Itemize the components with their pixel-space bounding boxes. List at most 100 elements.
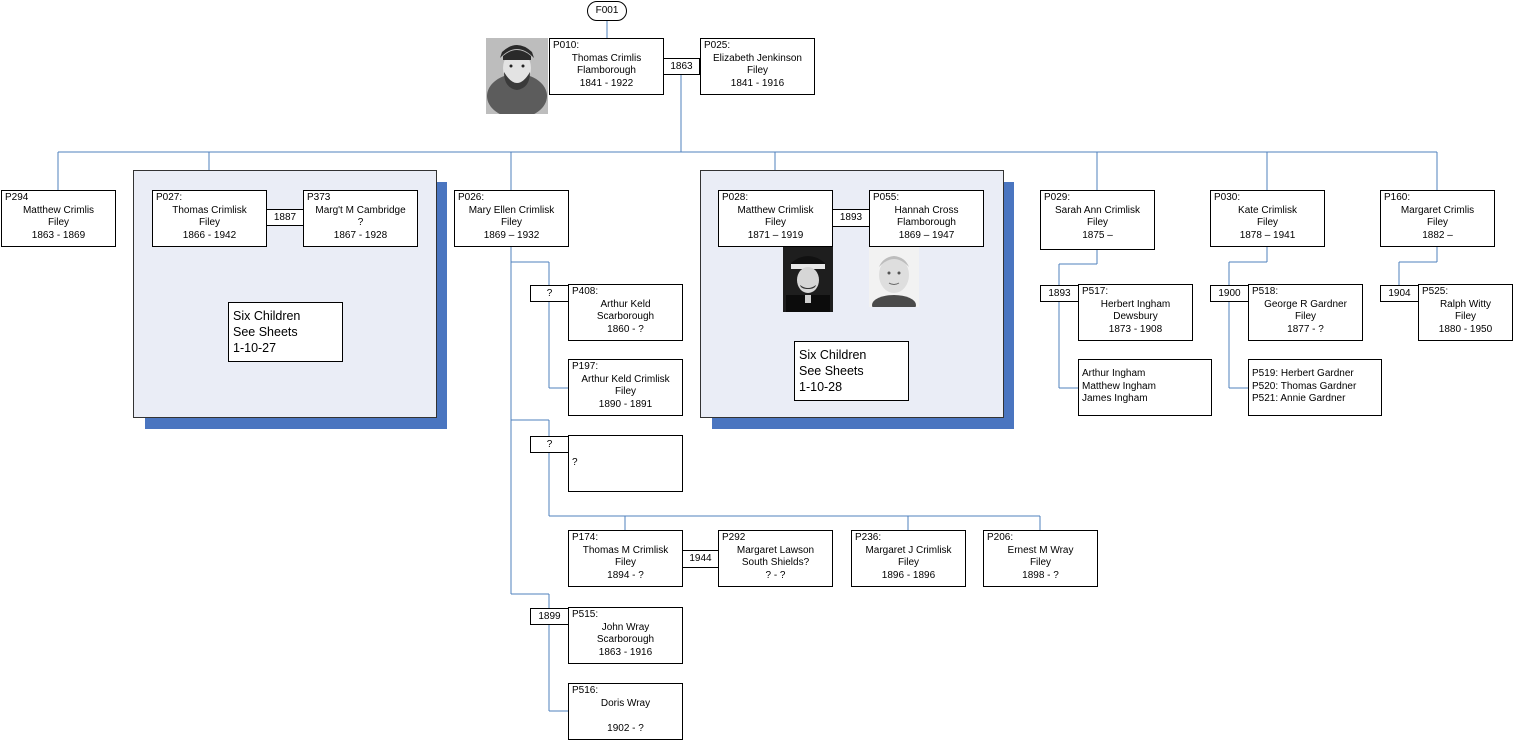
person-place: Scarborough	[596, 634, 655, 645]
person-dates: 1866 - 1942	[182, 229, 237, 241]
person-box-p373[interactable]: P373 Marg't M Cambridge ? 1867 - 1928	[303, 190, 418, 247]
person-box-p029[interactable]: P029: Sarah Ann Crimlisk Filey 1875 –	[1040, 190, 1155, 250]
person-box-p025[interactable]: P025: Elizabeth Jenkinson Filey 1841 - 1…	[700, 38, 815, 95]
note-line: Six Children	[233, 309, 301, 323]
person-box-p206[interactable]: P206: Ernest M Wray Filey 1898 - ?	[983, 530, 1098, 587]
marriage-year: ?	[530, 436, 569, 453]
marriage-year: 1863	[663, 58, 700, 75]
person-place	[572, 710, 679, 723]
note-line: See Sheets	[233, 325, 298, 339]
marriage-year: 1893	[1040, 285, 1079, 302]
person-id: P292	[722, 532, 746, 543]
family-id-badge[interactable]: F001	[587, 1, 627, 21]
person-box-p030[interactable]: P030: Kate Crimlisk Filey 1878 – 1941	[1210, 190, 1325, 247]
note-line: Six Children	[799, 348, 867, 362]
person-dates: 1871 – 1919	[747, 229, 804, 241]
person-place: Filey	[1086, 217, 1109, 228]
person-name: Elizabeth Jenkinson	[713, 52, 802, 64]
person-box-p160[interactable]: P160: Margaret Crimlis Filey 1882 –	[1380, 190, 1495, 247]
person-id: P160:	[1384, 192, 1411, 203]
person-box-p292[interactable]: P292 Margaret Lawson South Shields? ? - …	[718, 530, 833, 587]
person-id: P030:	[1214, 192, 1241, 203]
person-name: Arthur Keld	[600, 298, 651, 310]
person-place: Dewsbury	[1113, 311, 1158, 322]
person-box-p174[interactable]: P174: Thomas M Crimlisk Filey 1894 - ?	[568, 530, 683, 587]
person-name: Matthew Crimlisk	[737, 204, 814, 216]
children-note-p027[interactable]: Six Children See Sheets 1-10-27	[228, 302, 343, 362]
person-box-p026[interactable]: P026: Mary Ellen Crimlisk Filey 1869 – 1…	[454, 190, 569, 247]
person-dates: 1882 –	[1422, 229, 1453, 241]
person-place: Filey	[198, 217, 221, 228]
person-box-p525[interactable]: P525: Ralph Witty Filey 1880 - 1950	[1418, 284, 1513, 341]
marriage-year: ?	[530, 285, 569, 302]
person-dates: 1869 – 1947	[898, 229, 955, 241]
person-dates: ? - ?	[765, 569, 786, 581]
person-name: Margaret J Crimlisk	[865, 544, 952, 556]
person-box-p197[interactable]: P197: Arthur Keld Crimlisk Filey 1890 - …	[568, 359, 683, 416]
person-dates: 1878 – 1941	[1239, 229, 1296, 241]
person-id: P408:	[572, 286, 599, 297]
person-name: Mary Ellen Crimlisk	[468, 204, 555, 216]
person-box-p516[interactable]: P516: Doris Wray 1902 - ?	[568, 683, 683, 740]
child-name: James Ingham	[1082, 393, 1148, 404]
person-box-p028[interactable]: P028: Matthew Crimlisk Filey 1871 – 1919	[718, 190, 833, 247]
person-dates: 1841 - 1922	[579, 77, 634, 89]
hannah-cross-photo	[869, 247, 919, 307]
person-box-p294[interactable]: P294 Matthew Crimlis Filey 1863 - 1869	[1, 190, 116, 247]
person-box-p518[interactable]: P518: George R Gardner Filey 1877 - ?	[1248, 284, 1363, 341]
person-name: Herbert Ingham	[1100, 298, 1171, 310]
person-id: P294	[5, 192, 29, 203]
note-line: 1-10-28	[799, 380, 843, 394]
person-dates: 1860 - ?	[607, 323, 644, 335]
person-name: Sarah Ann Crimlisk	[1054, 204, 1141, 216]
person-box-p236[interactable]: P236: Margaret J Crimlisk Filey 1896 - 1…	[851, 530, 966, 587]
person-box-unknown-spouse[interactable]: ?	[568, 435, 683, 492]
person-place: Filey	[614, 557, 637, 568]
person-name: Thomas Crimlis	[571, 52, 642, 64]
person-name: Doris Wray	[600, 697, 651, 709]
person-dates: 1873 - 1908	[1108, 323, 1163, 335]
person-name: John Wray	[601, 621, 650, 633]
person-place: Flamborough	[897, 217, 956, 228]
person-id: P516:	[572, 685, 599, 696]
person-dates: 1867 - 1928	[333, 229, 388, 241]
person-box-p055[interactable]: P055: Hannah Cross Flamborough 1869 – 19…	[869, 190, 984, 247]
person-id: P517:	[1082, 286, 1109, 297]
person-id: P027:	[156, 192, 183, 203]
person-box-p010[interactable]: P010: Thomas Crimlis Flamborough 1841 - …	[549, 38, 664, 95]
person-dates: 1875 –	[1082, 229, 1113, 241]
person-id: P236:	[855, 532, 882, 543]
person-box-p517[interactable]: P517: Herbert Ingham Dewsbury 1873 - 190…	[1078, 284, 1193, 341]
person-place: Filey	[1029, 557, 1052, 568]
marriage-year: 1887	[266, 209, 304, 226]
person-id: P197:	[572, 361, 599, 372]
person-dates: 1896 - 1896	[881, 569, 936, 581]
person-box-p515[interactable]: P515: John Wray Scarborough 1863 - 1916	[568, 607, 683, 664]
person-dates: 1890 - 1891	[598, 398, 653, 410]
person-name: Ernest M Wray	[1007, 544, 1074, 556]
person-place: Flamborough	[577, 65, 636, 76]
children-list-ingham[interactable]: Arthur Ingham Matthew Ingham James Ingha…	[1078, 359, 1212, 416]
person-name: Marg't M Cambridge	[315, 204, 406, 216]
children-note-p028[interactable]: Six Children See Sheets 1-10-28	[794, 341, 909, 401]
person-id: ?	[572, 457, 578, 468]
person-id: P373	[307, 192, 331, 203]
person-id: P029:	[1044, 192, 1071, 203]
person-name: Thomas M Crimlisk	[582, 544, 669, 556]
note-line: 1-10-27	[233, 341, 277, 355]
person-box-p027[interactable]: P027: Thomas Crimlisk Filey 1866 - 1942	[152, 190, 267, 247]
matthew-crimlisk-photo	[783, 247, 833, 312]
marriage-year: 1899	[530, 608, 569, 625]
person-box-p408[interactable]: P408: Arthur Keld Scarborough 1860 - ?	[568, 284, 683, 341]
person-id: P525:	[1422, 286, 1449, 297]
person-id: P055:	[873, 192, 900, 203]
person-name: Matthew Crimlis	[22, 204, 95, 216]
person-place: Filey	[47, 217, 70, 228]
person-place: Scarborough	[596, 311, 655, 322]
children-list-gardner[interactable]: P519: Herbert Gardner P520: Thomas Gardn…	[1248, 359, 1382, 416]
person-id: P026:	[458, 192, 485, 203]
person-dates: 1869 – 1932	[483, 229, 540, 241]
person-dates: 1877 - ?	[1287, 323, 1324, 335]
person-id: P010:	[553, 40, 580, 51]
person-name: Kate Crimlisk	[1238, 204, 1297, 216]
